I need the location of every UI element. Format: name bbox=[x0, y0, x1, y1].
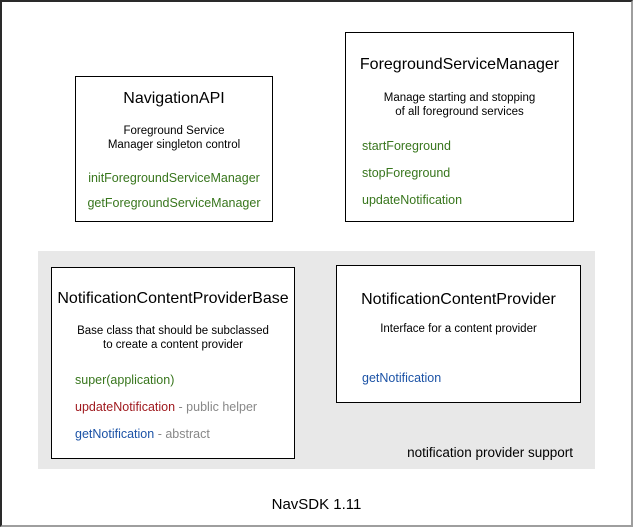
description-line: to create a content provider bbox=[103, 339, 243, 351]
notification-support-panel: NotificationContentProviderBase Base cla… bbox=[38, 251, 595, 469]
method-list: initForegroundServiceManager getForegrou… bbox=[76, 170, 272, 211]
method-super-application: super(application) bbox=[75, 373, 175, 387]
method-update-notification: updateNotification - public helper bbox=[75, 400, 258, 414]
description-line: Manage starting and stopping bbox=[383, 92, 536, 104]
class-title-foreground-service-manager: ForegroundServiceManager bbox=[359, 56, 560, 73]
class-box-notification-content-provider-base: NotificationContentProviderBase Base cla… bbox=[51, 267, 295, 459]
method-get-notification: getNotification - abstract bbox=[75, 427, 210, 441]
class-description: Manage starting and stopping of all fore… bbox=[346, 91, 573, 119]
class-title-notification-content-provider: NotificationContentProvider bbox=[361, 291, 556, 308]
description-line: Manager singleton control bbox=[107, 139, 241, 151]
method-get-foreground-service-manager: getForegroundServiceManager bbox=[87, 196, 261, 210]
method-stop-foreground: stopForeground bbox=[362, 166, 451, 180]
method-list: getNotification bbox=[337, 370, 580, 386]
description-line: Base class that should be subclassed bbox=[77, 325, 269, 337]
class-box-navigation-api: NavigationAPI Foreground Service Manager… bbox=[75, 76, 273, 222]
method-init-foreground-service-manager: initForegroundServiceManager bbox=[88, 171, 260, 185]
description-line: Interface for a content provider bbox=[380, 323, 537, 335]
method-list: startForeground stopForeground updateNot… bbox=[346, 138, 573, 208]
class-title-notification-content-provider-base: NotificationContentProviderBase bbox=[57, 290, 289, 307]
class-description: Interface for a content provider bbox=[337, 322, 580, 336]
description-line: Foreground Service bbox=[123, 125, 225, 137]
class-description: Base class that should be subclassed to … bbox=[52, 324, 294, 352]
panel-caption: notification provider support bbox=[407, 445, 573, 460]
description-line: of all foreground services bbox=[395, 106, 524, 118]
method-get-notification: getNotification bbox=[362, 371, 442, 385]
method-update-notification: updateNotification bbox=[362, 193, 463, 207]
method-list: super(application) updateNotification - … bbox=[52, 372, 294, 442]
class-box-notification-content-provider: NotificationContentProvider Interface fo… bbox=[336, 265, 581, 403]
class-title-navigation-api: NavigationAPI bbox=[123, 90, 225, 107]
sdk-version-label: NavSDK 1.11 bbox=[271, 496, 362, 513]
class-description: Foreground Service Manager singleton con… bbox=[76, 124, 272, 152]
class-box-foreground-service-manager: ForegroundServiceManager Manage starting… bbox=[345, 32, 574, 222]
method-start-foreground: startForeground bbox=[362, 139, 451, 153]
